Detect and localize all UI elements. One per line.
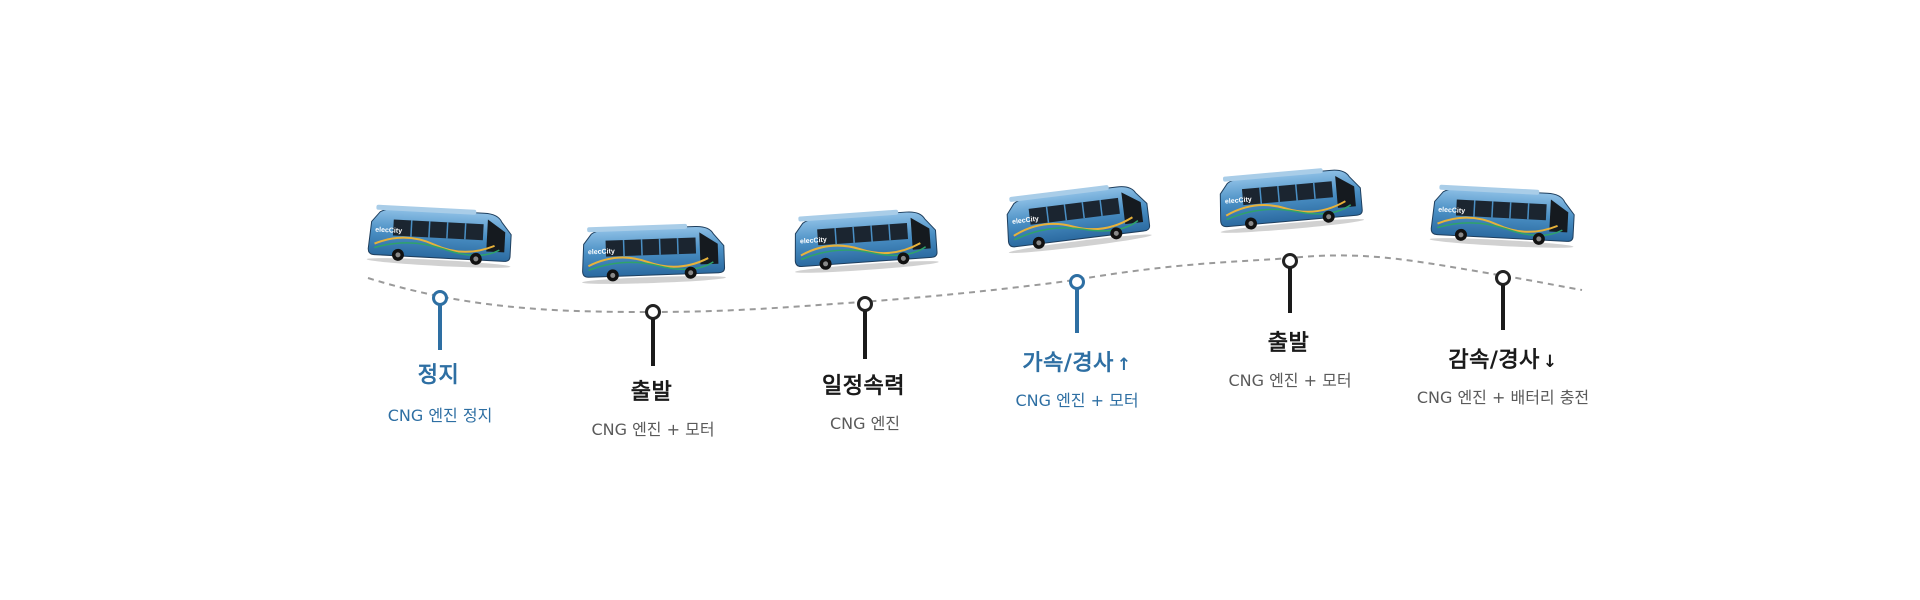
marker-stem: [438, 305, 442, 350]
bus-icon: [579, 221, 728, 287]
marker-stem: [651, 319, 655, 366]
route-path: [367, 254, 1583, 314]
stage-description: CNG 엔진: [829, 414, 901, 433]
stop-marker: [857, 296, 873, 312]
marker-stem: [1288, 268, 1292, 313]
stop-marker: [1282, 253, 1298, 269]
stage-description: CNG 엔진 정지: [387, 406, 493, 425]
stage-description: CNG 엔진 + 모터: [1015, 391, 1139, 410]
stop-marker: [1069, 274, 1085, 290]
marker-stem: [863, 311, 867, 359]
stage-label: 일정속력: [822, 374, 905, 399]
stage-label: 출발: [1267, 331, 1310, 356]
stop-marker: [432, 290, 448, 306]
stage-label: 가속/경사↑: [1022, 351, 1132, 376]
arrow-up-icon: ↑: [1116, 355, 1132, 375]
stop-marker: [1495, 270, 1511, 286]
bus-icon: [790, 206, 940, 276]
stage-description: CNG 엔진 + 모터: [591, 420, 715, 439]
bus-icon: [1428, 183, 1578, 251]
stage-description: CNG 엔진 + 모터: [1228, 371, 1352, 390]
stage-label: 정지: [417, 363, 460, 388]
marker-stem: [1501, 285, 1505, 330]
stop-marker: [645, 304, 661, 320]
bus-icon: [365, 203, 515, 271]
stage-label: 출발: [630, 380, 673, 405]
bus-icon: [1214, 163, 1366, 237]
arrow-down-icon: ↓: [1542, 352, 1558, 372]
stage-description: CNG 엔진 + 배터리 충전: [1416, 388, 1590, 407]
stage-label: 감속/경사↓: [1448, 348, 1558, 373]
marker-stem: [1075, 289, 1079, 333]
